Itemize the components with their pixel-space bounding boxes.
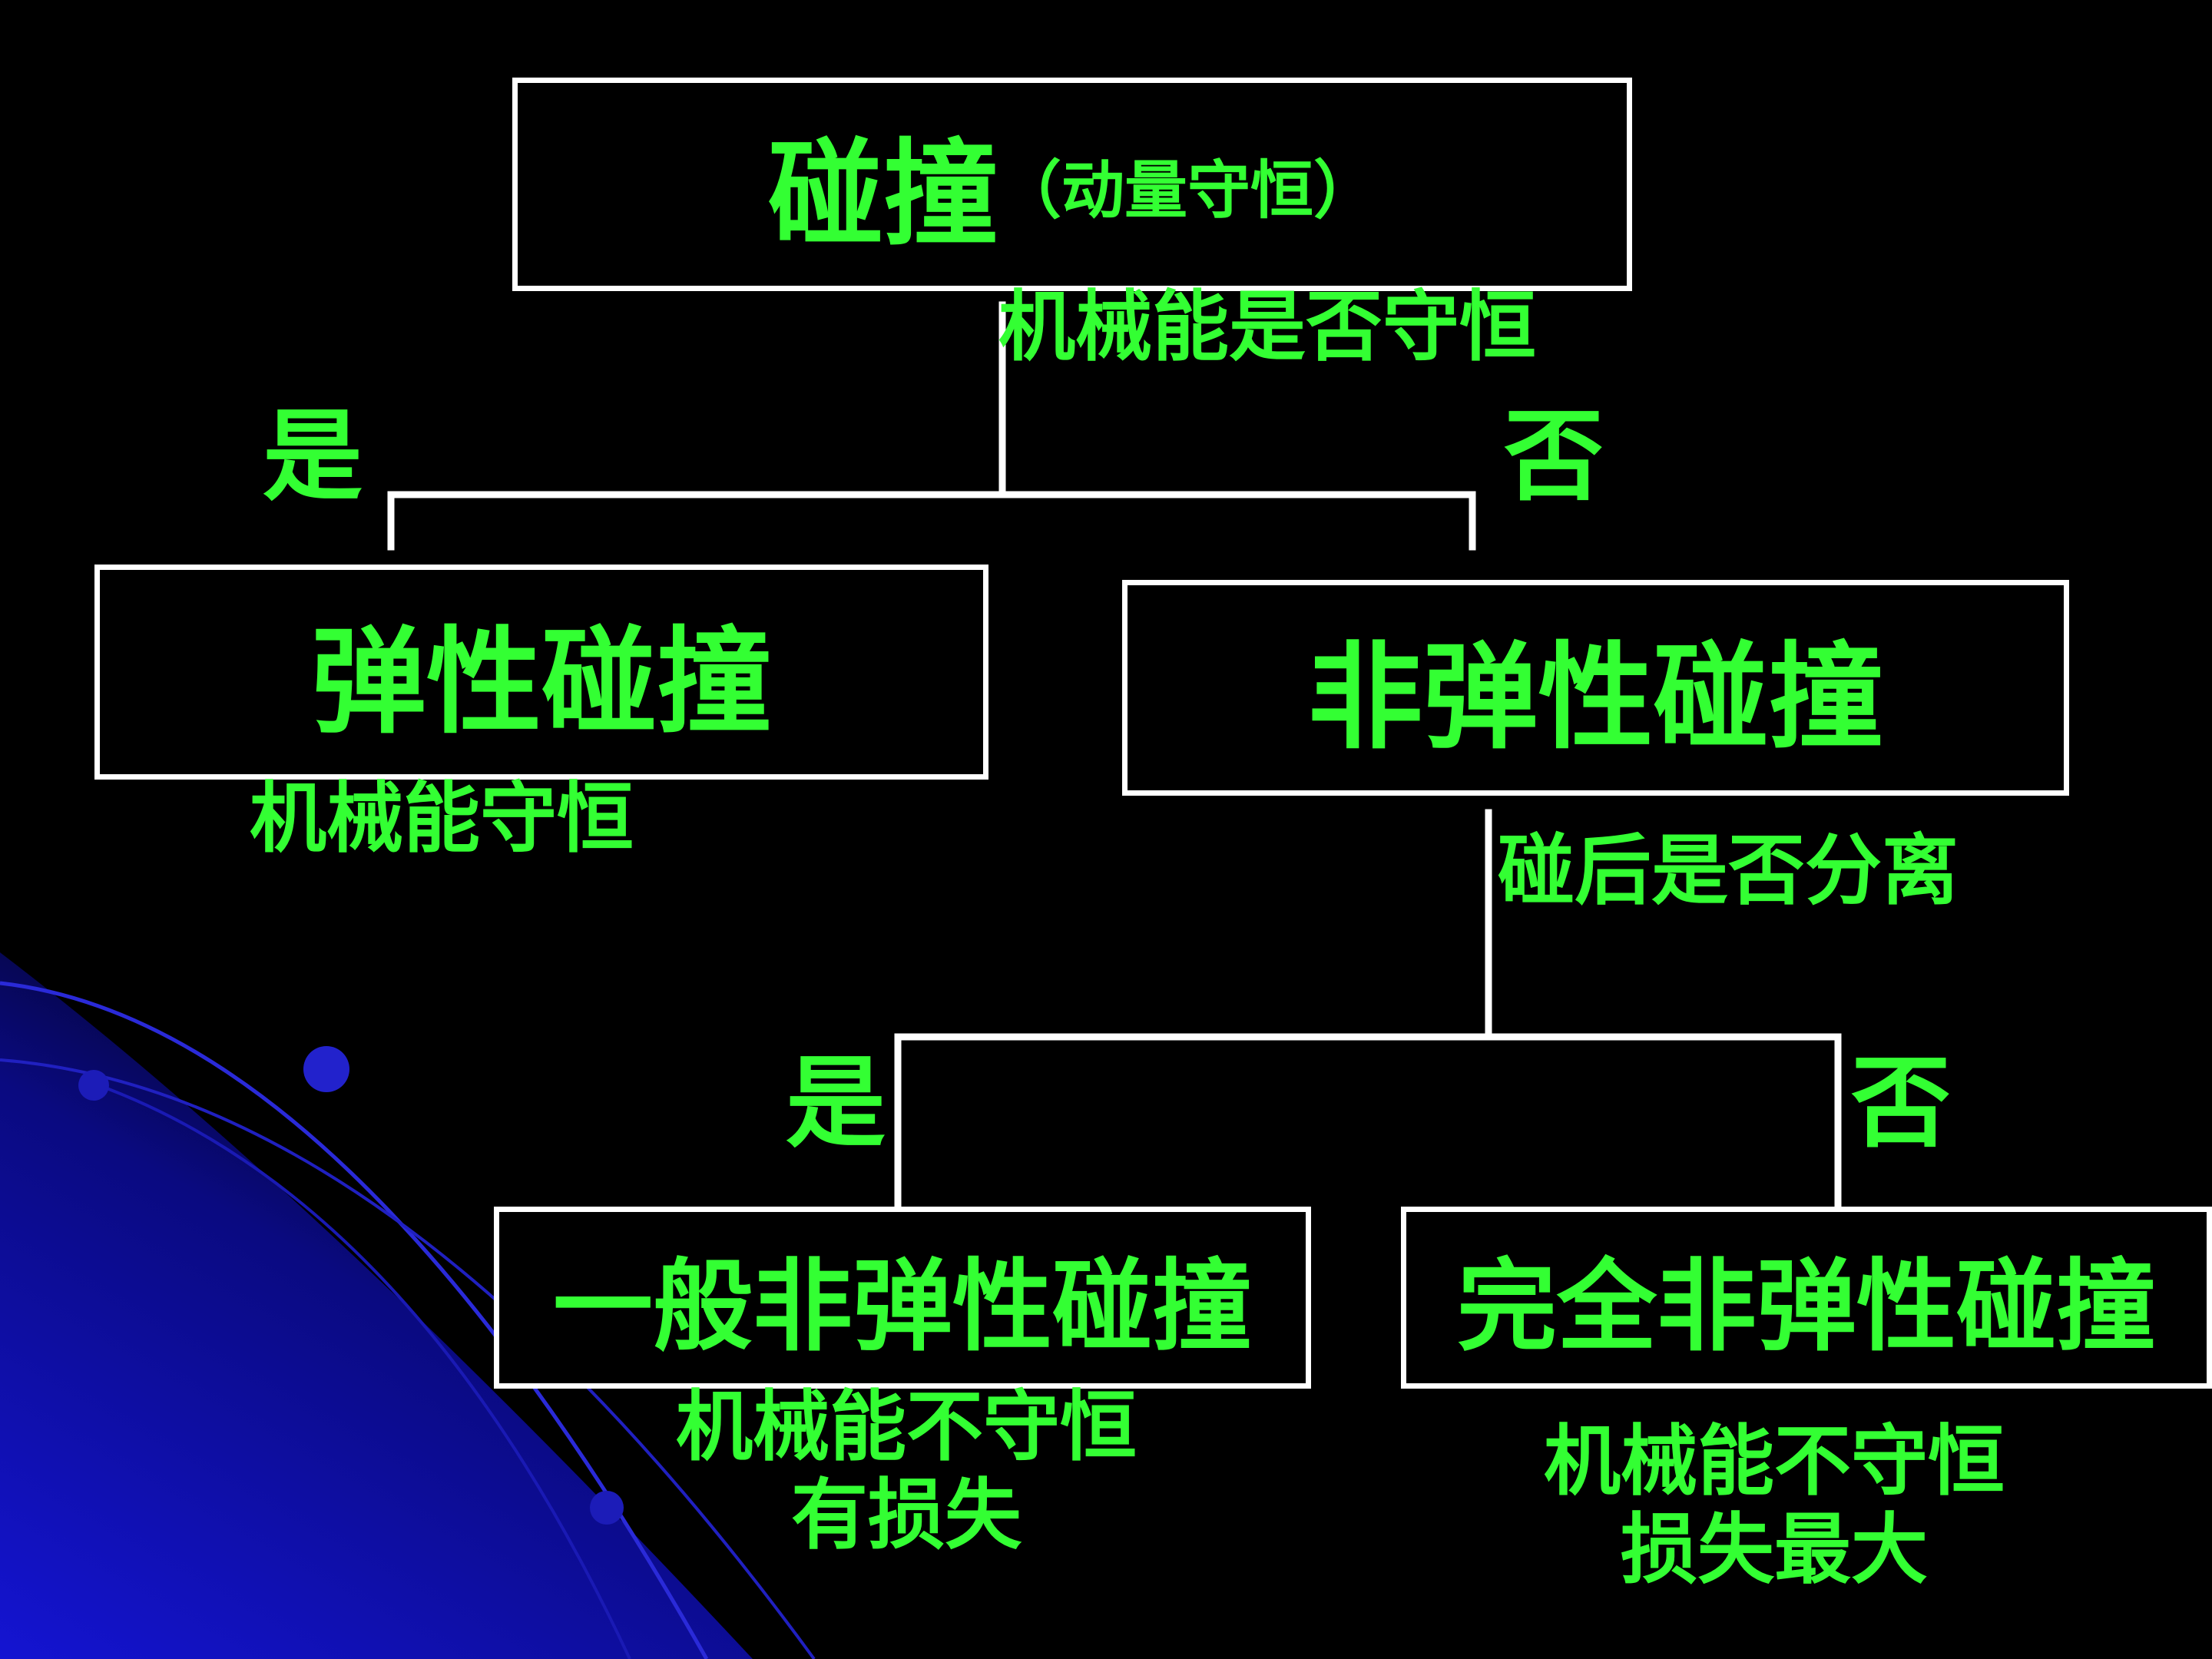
decoration-dot xyxy=(303,1046,349,1092)
decoration-dot xyxy=(590,1491,624,1525)
root-title: 碰撞 xyxy=(767,127,998,262)
perfect-inelastic-note-line2: 损失最大 xyxy=(1621,1505,1928,1594)
inelastic-box: 非弹性碰撞 xyxy=(1122,580,2069,796)
general-inelastic-note-line1: 机械能不守恒 xyxy=(676,1382,1137,1472)
root-box: 碰撞（动量守恒） xyxy=(512,78,1632,291)
perfect-inelastic-note: 机械能不守恒 损失最大 xyxy=(1521,1417,2028,1594)
branch2-yes-label: 是 xyxy=(786,1045,886,1161)
branch2-no-label: 否 xyxy=(1851,1045,1952,1161)
general-inelastic-note-line2: 有损失 xyxy=(791,1470,1022,1560)
inelastic-title: 非弹性碰撞 xyxy=(1307,631,1884,765)
general-inelastic-title: 一般非弹性碰撞 xyxy=(552,1247,1252,1365)
decoration-wedge xyxy=(0,952,753,1659)
branch1-yes-label: 是 xyxy=(263,398,363,515)
elastic-box: 弹性碰撞 xyxy=(94,565,988,780)
general-inelastic-box: 一般非弹性碰撞 xyxy=(494,1207,1311,1389)
branch1-no-label: 否 xyxy=(1504,398,1604,515)
root-question: 机械能是否守恒 xyxy=(998,282,1536,372)
perfect-inelastic-box: 完全非弹性碰撞 xyxy=(1401,1207,2212,1389)
general-inelastic-note: 机械能不守恒 有损失 xyxy=(661,1382,1152,1559)
decoration-arc xyxy=(91,1081,631,1659)
decoration-arc xyxy=(0,981,709,1659)
decoration-arc xyxy=(0,1058,816,1659)
root-subtitle: （动量守恒） xyxy=(998,154,1377,227)
perfect-inelastic-note-line1: 机械能不守恒 xyxy=(1544,1416,2005,1506)
elastic-note: 机械能守恒 xyxy=(250,773,634,863)
perfect-inelastic-title: 完全非弹性碰撞 xyxy=(1456,1247,2156,1365)
inelastic-question: 碰后是否分离 xyxy=(1498,826,1959,916)
elastic-title: 弹性碰撞 xyxy=(310,615,772,750)
decoration-dot xyxy=(78,1070,109,1101)
